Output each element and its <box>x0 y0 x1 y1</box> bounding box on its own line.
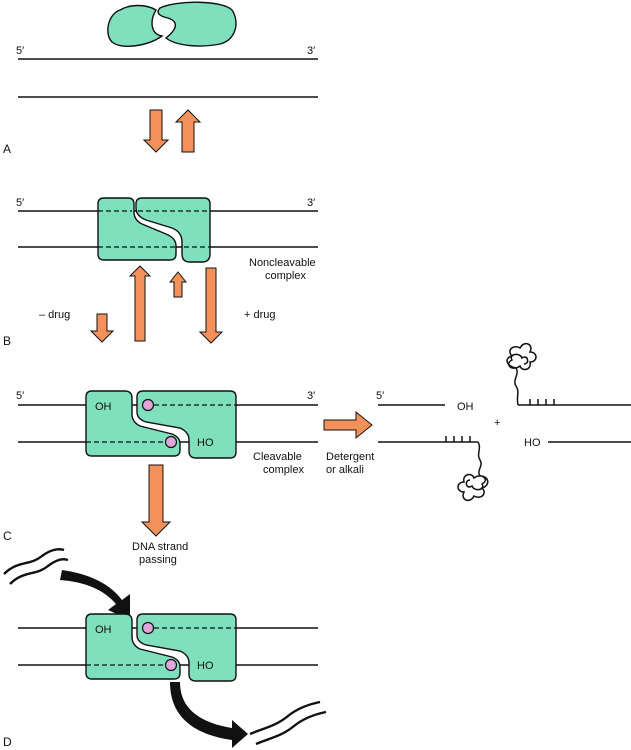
enzyme-left-subunit-gate <box>85 613 181 680</box>
protein-adduct-bottom <box>445 436 489 502</box>
phosphotyrosine-link-top <box>141 621 155 635</box>
ho-end-label: HO <box>197 660 214 672</box>
curved-pass-arrow-out <box>170 682 248 748</box>
equilibrium-down-arrow <box>142 109 170 153</box>
incoming-dna-duplex-lower <box>9 558 69 585</box>
detergent-right-arrow <box>323 410 373 440</box>
strand-passing-down-arrow <box>140 464 172 537</box>
strand-5-prime-label: 5′ <box>16 45 24 57</box>
phosphotyrosine-link-bottom <box>164 435 178 449</box>
outgoing-dna-duplex-lower <box>255 710 327 746</box>
enzyme-right-subunit <box>135 197 211 263</box>
equilibrium-up-arrow <box>174 109 202 153</box>
product-ho-label: HO <box>524 437 541 449</box>
dna-passing-label-line1: DNA strand <box>132 541 188 553</box>
noncleavable-label-line2: complex <box>265 270 306 282</box>
enzyme-free-left-lobe <box>107 4 164 47</box>
oh-end-label: OH <box>95 624 112 636</box>
incoming-dna-duplex-upper <box>3 548 65 575</box>
outgoing-dna-duplex-upper <box>249 700 321 736</box>
phosphotyrosine-link-bottom <box>164 658 178 672</box>
panel-c: 5′ 3′ OH HO Cleavable complex Detergent … <box>3 342 631 566</box>
noncleavable-label-line1: Noncleavable <box>249 257 316 269</box>
product-5-prime-label: 5′ <box>376 390 384 402</box>
small-up-arrow <box>168 271 188 298</box>
detergent-label-line2: or alkali <box>326 464 364 476</box>
curved-pass-arrow-in <box>60 570 130 620</box>
strand-3-prime-label: 3′ <box>307 390 315 402</box>
panel-label-c: C <box>3 529 12 543</box>
panel-label-b: B <box>3 334 11 348</box>
plus-drug-label: + drug <box>244 309 276 321</box>
strand-5-prime-label: 5′ <box>16 197 24 209</box>
cleavable-label-line1: Cleavable <box>253 451 302 463</box>
plus-drug-down-arrow <box>198 267 224 344</box>
ho-end-label: HO <box>197 437 214 449</box>
panel-d: OH HO D <box>3 548 327 749</box>
strand-3-prime-label: 3′ <box>307 45 315 57</box>
dna-passing-label-line2: passing <box>139 554 177 566</box>
strand-5-prime-label: 5′ <box>16 390 24 402</box>
panel-b: 5′ 3′ Noncleavable complex – drug + drug… <box>3 197 318 348</box>
enzyme-free-right-lobe <box>157 1 237 47</box>
phosphotyrosine-link-top <box>141 398 155 412</box>
panel-a: 5′ 3′ A <box>3 1 318 156</box>
panel-label-a: A <box>3 142 11 156</box>
enzyme-left-subunit <box>97 197 177 261</box>
plus-sign: + <box>494 417 500 429</box>
product-oh-label: OH <box>457 401 474 413</box>
panel-label-d: D <box>3 735 12 749</box>
enzyme-right-subunit-cleaved <box>136 390 237 459</box>
strand-3-prime-label: 3′ <box>307 197 315 209</box>
detergent-label-line1: Detergent <box>326 451 374 463</box>
enzyme-left-subunit-cleaved <box>85 390 181 457</box>
cleavable-label-line2: complex <box>263 464 304 476</box>
protein-adduct-top <box>506 342 555 406</box>
minus-drug-label: – drug <box>39 309 70 321</box>
oh-end-label: OH <box>95 401 112 413</box>
enzyme-right-subunit-gate <box>136 613 237 682</box>
drug-removal-up-arrow <box>128 265 152 342</box>
minus-drug-down-arrow <box>89 313 115 343</box>
